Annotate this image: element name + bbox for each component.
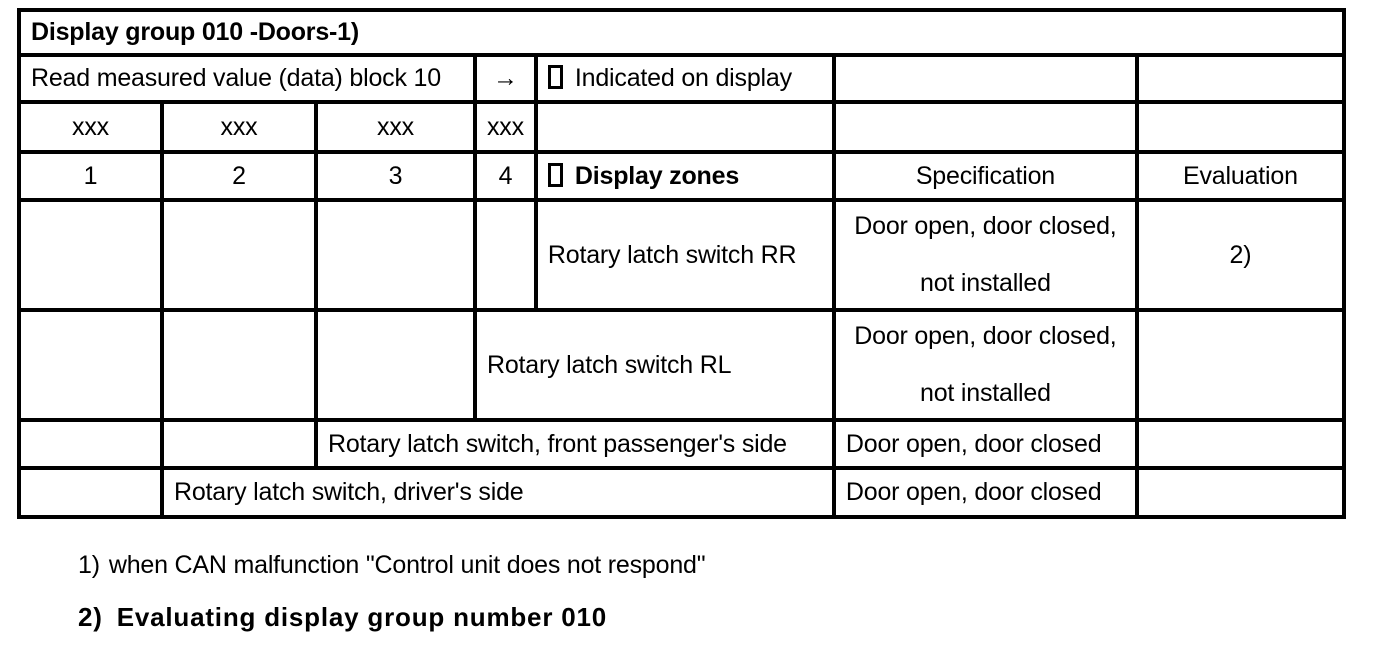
xxx-cell-3: xxx bbox=[314, 100, 477, 154]
zone-row-rl: Rotary latch switch RL Door open, door c… bbox=[17, 308, 1346, 422]
zone-number-4: 4 bbox=[473, 150, 538, 202]
empty-cell bbox=[17, 418, 164, 470]
zone-row-front-passenger: Rotary latch switch, front passenger's s… bbox=[17, 418, 1346, 470]
empty-cell bbox=[160, 418, 318, 470]
footnote-1-marker: 1) bbox=[78, 551, 100, 579]
empty-cell bbox=[831, 100, 1139, 154]
specification-cell: Door open, door closed, not installed bbox=[831, 198, 1139, 312]
spec-line: not installed bbox=[919, 269, 1051, 297]
empty-cell bbox=[831, 53, 1139, 104]
zone-name-cell: Rotary latch switch RL bbox=[473, 308, 836, 422]
spec-line: Door open, door closed, bbox=[854, 212, 1117, 240]
empty-cell bbox=[17, 466, 164, 519]
footnote-2-marker: 2) bbox=[78, 602, 103, 632]
zone-name-cell: Rotary latch switch, driver's side bbox=[160, 466, 836, 519]
zone-name-cell: Rotary latch switch RR bbox=[533, 198, 836, 312]
empty-cell bbox=[1134, 466, 1346, 519]
empty-cell bbox=[1134, 308, 1346, 422]
empty-cell bbox=[314, 198, 477, 312]
empty-cell bbox=[17, 308, 164, 422]
footnote-1-text: when CAN malfunction "Control unit does … bbox=[108, 551, 706, 579]
display-group-table: Display group 010 -Doors-1) Read measure… bbox=[17, 8, 1346, 519]
zone-number-1: 1 bbox=[17, 150, 164, 202]
empty-cell bbox=[1134, 53, 1346, 104]
placeholder-box-icon bbox=[547, 162, 563, 187]
zone-number-2: 2 bbox=[160, 150, 318, 202]
evaluation-cell: 2) bbox=[1134, 198, 1346, 312]
spec-line: not installed bbox=[919, 379, 1051, 407]
specification-cell: Door open, door closed bbox=[831, 466, 1139, 519]
xxx-cell-1: xxx bbox=[17, 100, 164, 154]
empty-cell bbox=[160, 198, 318, 312]
empty-cell bbox=[314, 308, 477, 422]
column-header-row: 1 2 3 4 Display zones Specification Eval… bbox=[17, 150, 1346, 202]
zone-row-rr: Rotary latch switch RR Door open, door c… bbox=[17, 198, 1346, 312]
empty-cell bbox=[160, 308, 318, 422]
empty-cell bbox=[533, 100, 836, 154]
table-title-row: Display group 010 -Doors-1) bbox=[17, 8, 1346, 57]
display-zones-label: Display zones bbox=[574, 161, 740, 190]
footnote-1: 1) when CAN malfunction "Control unit doe… bbox=[78, 551, 706, 580]
specification-cell: Door open, door closed, not installed bbox=[831, 308, 1139, 422]
read-measured-value-row: Read measured value (data) block 10 → In… bbox=[17, 53, 1346, 104]
table-title: Display group 010 -Doors-1) bbox=[17, 8, 1346, 57]
evaluation-header: Evaluation bbox=[1134, 150, 1346, 202]
zone-number-3: 3 bbox=[314, 150, 477, 202]
empty-cell bbox=[1134, 418, 1346, 470]
empty-cell bbox=[17, 198, 164, 312]
zone-name-cell: Rotary latch switch, front passenger's s… bbox=[314, 418, 836, 470]
footnote-2-text: Evaluating display group number 010 bbox=[116, 602, 608, 632]
footnote-2: 2) Evaluating display group number 010 bbox=[78, 602, 607, 633]
specification-cell: Door open, door closed bbox=[831, 418, 1139, 470]
placeholder-box-icon bbox=[547, 65, 563, 89]
indicated-on-display-label: Indicated on display bbox=[574, 64, 792, 92]
empty-cell bbox=[1134, 100, 1346, 154]
empty-cell bbox=[473, 198, 538, 312]
xxx-cell-4: xxx bbox=[473, 100, 538, 154]
arrow-right-icon: → bbox=[473, 53, 538, 104]
specification-header: Specification bbox=[831, 150, 1139, 202]
read-measured-value-cell: Read measured value (data) block 10 bbox=[17, 53, 477, 104]
spec-line: Door open, door closed, bbox=[854, 322, 1117, 350]
xxx-cell-2: xxx bbox=[160, 100, 318, 154]
zone-row-driver: Rotary latch switch, driver's side Door … bbox=[17, 466, 1346, 519]
display-zones-header-cell: Display zones bbox=[533, 150, 836, 202]
xxx-row: xxx xxx xxx xxx bbox=[17, 100, 1346, 154]
indicated-on-display-cell: Indicated on display bbox=[533, 53, 836, 104]
